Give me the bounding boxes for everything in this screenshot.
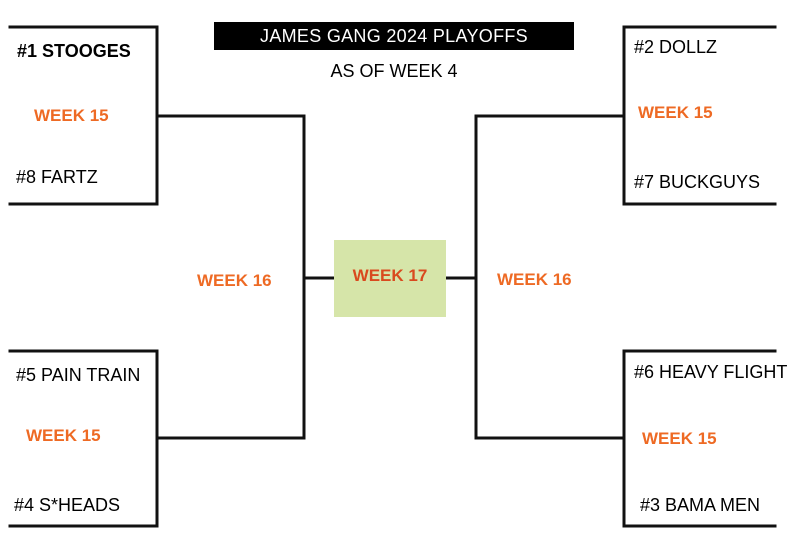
team-seed-2: #2 DOLLZ: [634, 37, 718, 57]
team-seed-7: #7 BUCKGUYS: [634, 172, 761, 192]
round-label-left-top: WEEK 15: [34, 106, 109, 125]
bracket-title: JAMES GANG 2024 PLAYOFFS: [214, 22, 574, 50]
bracket-title-text: JAMES GANG 2024 PLAYOFFS: [260, 25, 528, 46]
team-seed-8: #8 FARTZ: [16, 167, 98, 187]
round-label-left-semifinal: WEEK 16: [197, 271, 272, 290]
team-seed-1: #1 STOOGES: [17, 41, 131, 61]
round-label-right-semifinal: WEEK 16: [497, 270, 572, 289]
team-seed-4: #4 S*HEADS: [14, 495, 121, 515]
team-seed-6: #6 HEAVY FLIGHT: [634, 362, 788, 382]
bracket-subtitle: AS OF WEEK 4: [330, 61, 458, 81]
round-label-right-top: WEEK 15: [638, 103, 713, 122]
team-seed-5: #5 PAIN TRAIN: [16, 365, 141, 385]
round-label-final: WEEK 17: [352, 266, 428, 285]
team-seed-3: #3 BAMA MEN: [640, 495, 761, 515]
round-label-right-bottom: WEEK 15: [642, 429, 717, 448]
final-box: WEEK 17: [334, 240, 446, 317]
round-label-left-bottom: WEEK 15: [26, 426, 101, 445]
